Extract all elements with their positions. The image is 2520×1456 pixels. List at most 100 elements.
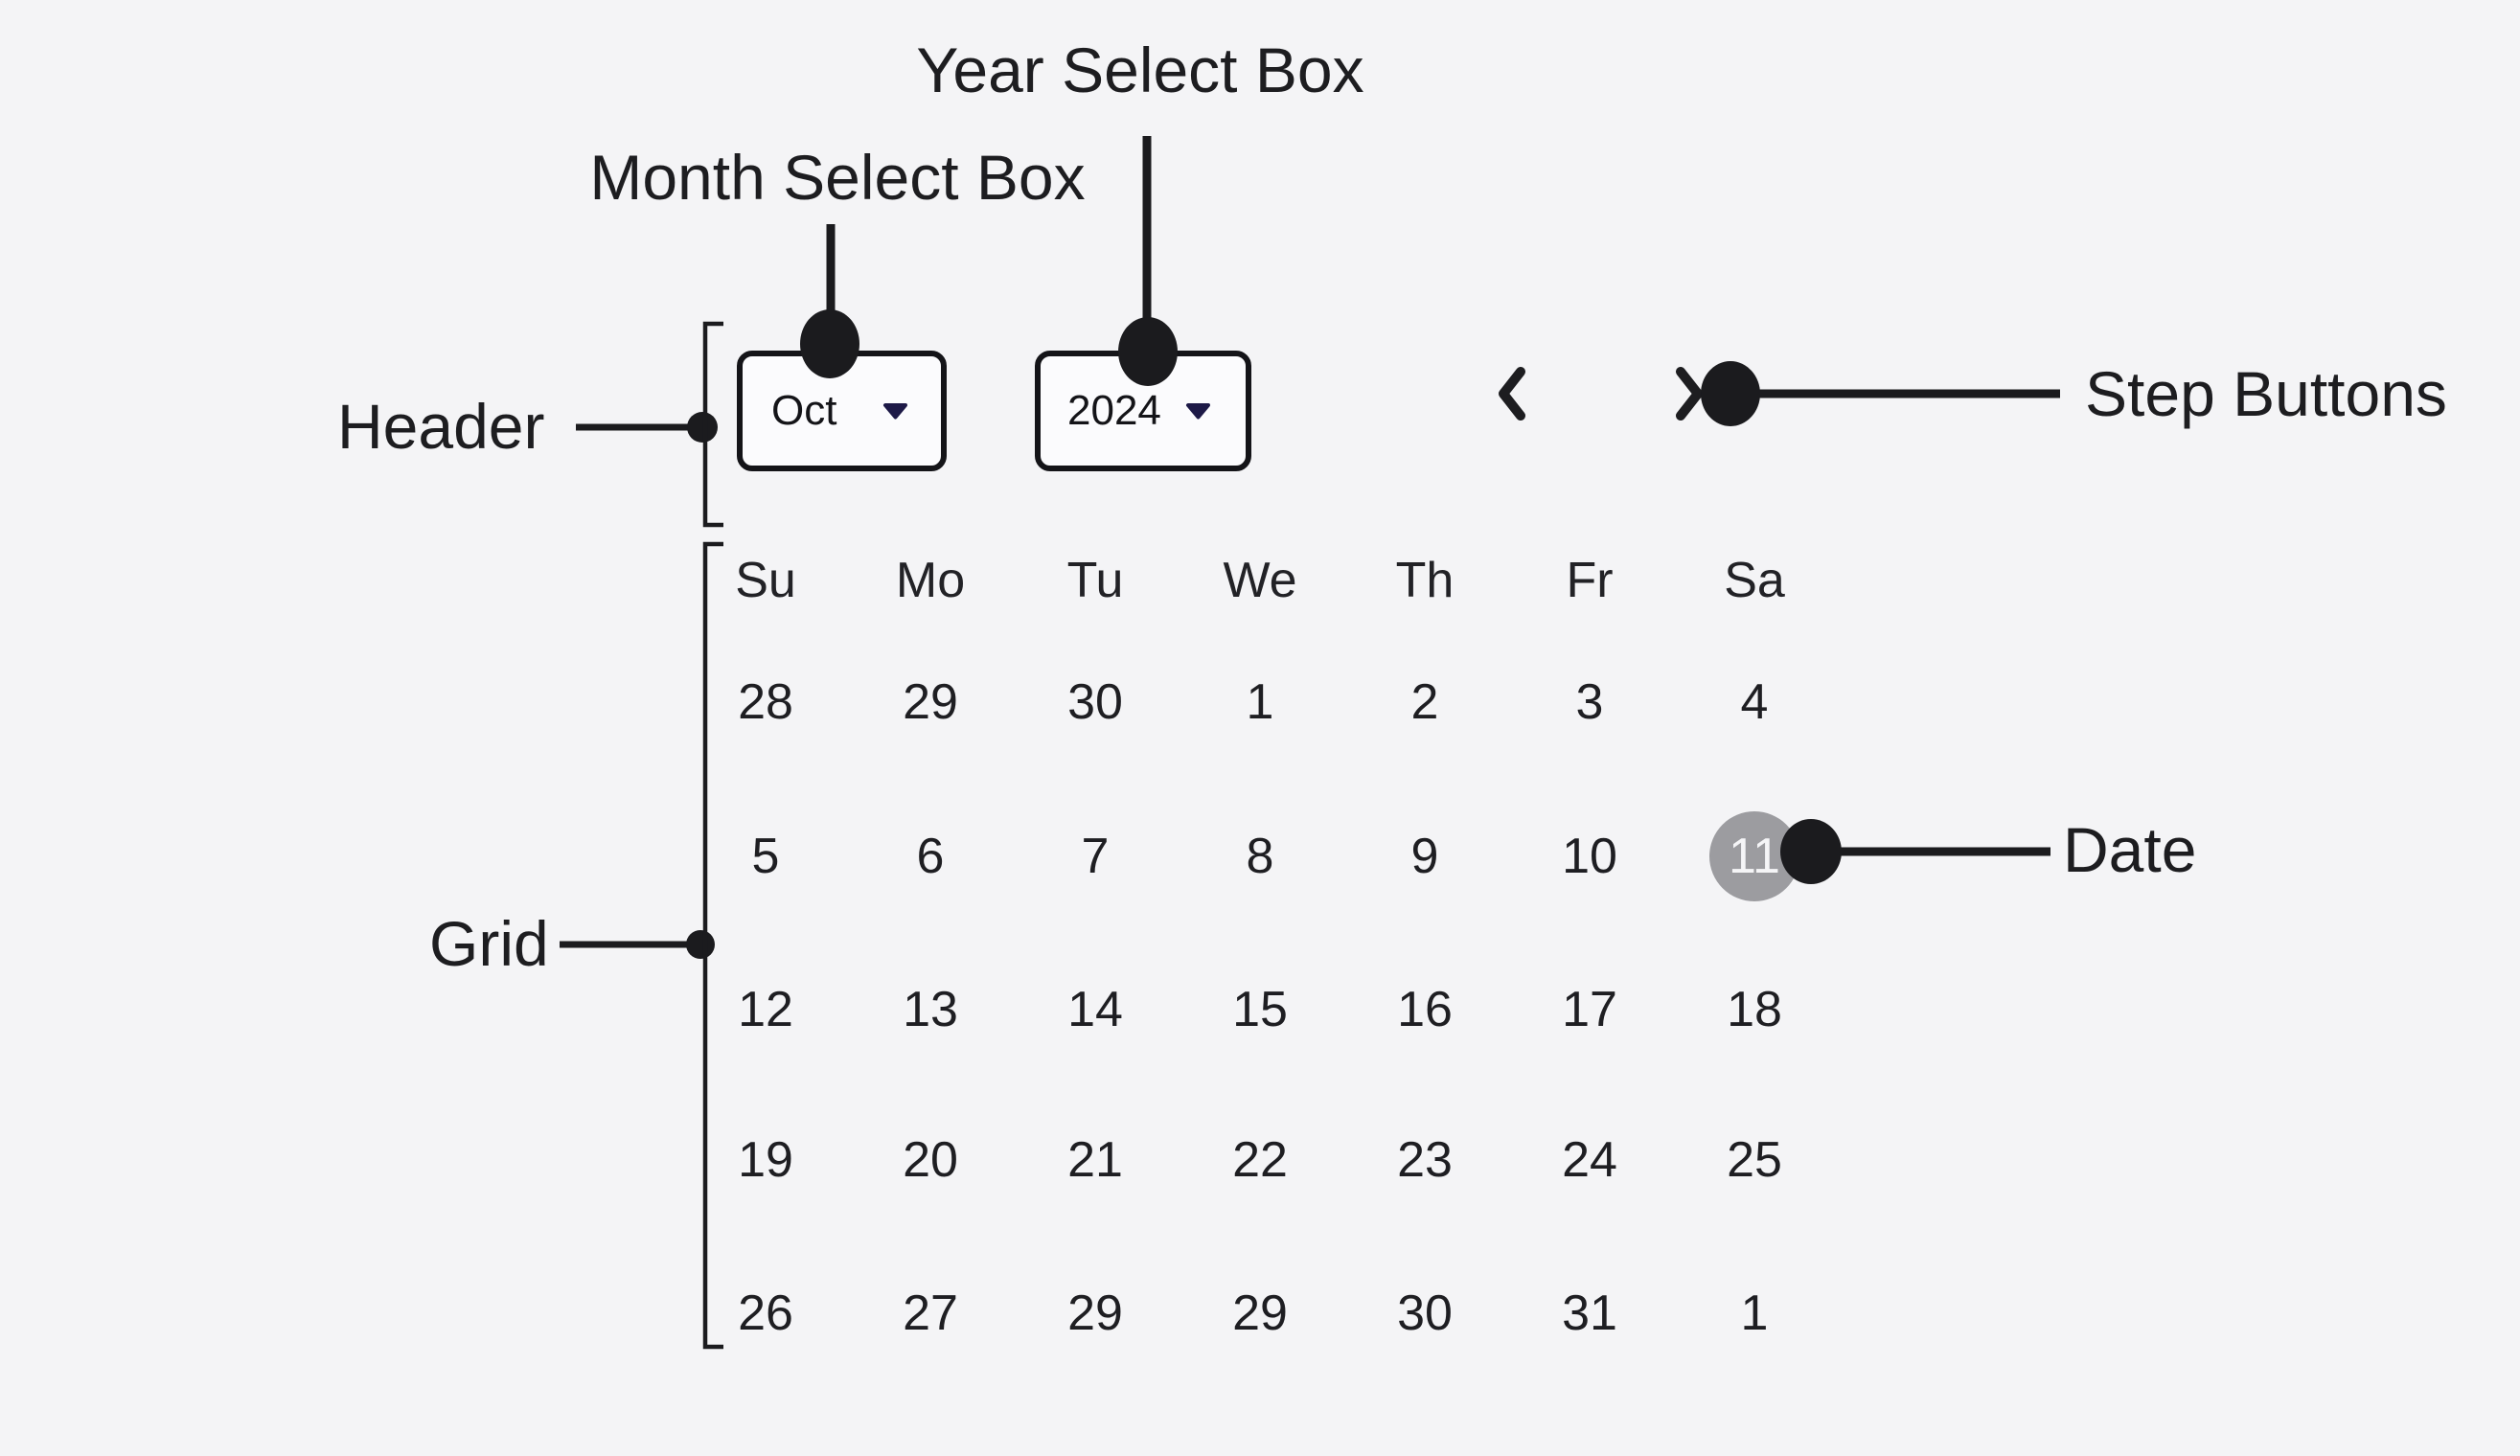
date-cell[interactable]: 31 — [1507, 1261, 1672, 1366]
date-value: 17 — [1562, 982, 1617, 1037]
week-row: 5 6 7 8 9 10 11 — [683, 804, 1837, 909]
date-cell[interactable]: 1 — [1672, 1261, 1837, 1366]
date-value: 1 — [1246, 674, 1274, 730]
week-row: 19 20 21 22 23 24 25 — [683, 1107, 1837, 1213]
date-cell[interactable]: 15 — [1178, 957, 1342, 1062]
chevron-down-icon — [883, 403, 907, 420]
date-value: 8 — [1246, 829, 1274, 884]
date-value: 30 — [1067, 674, 1123, 730]
weekday-label: Th — [1395, 553, 1455, 608]
week-row: 26 27 29 29 30 31 1 — [683, 1261, 1837, 1366]
date-value: 2 — [1410, 674, 1439, 730]
month-select-value: Oct — [771, 387, 837, 434]
next-month-button[interactable] — [1656, 360, 1723, 427]
date-cell[interactable]: 9 — [1342, 804, 1507, 909]
chevron-left-icon — [1499, 367, 1525, 421]
date-cell[interactable]: 22 — [1178, 1107, 1342, 1213]
year-select-box[interactable]: 2024 — [1035, 351, 1251, 471]
weekday-header-row: Su Mo Tu We Th Fr Sa — [683, 528, 1837, 633]
date-value: 21 — [1067, 1132, 1123, 1188]
date-cell[interactable]: 23 — [1342, 1107, 1507, 1213]
date-value: 29 — [903, 674, 958, 730]
weekday-label: Tu — [1066, 553, 1124, 608]
date-value: 9 — [1410, 829, 1439, 884]
date-value: 13 — [903, 982, 958, 1037]
annotation-grid-label: Grid — [429, 908, 549, 979]
date-cell[interactable]: 24 — [1507, 1107, 1672, 1213]
month-select-box[interactable]: Oct — [737, 351, 947, 471]
chevron-right-icon — [1676, 367, 1703, 421]
date-value: 3 — [1575, 674, 1604, 730]
date-value: 7 — [1081, 829, 1110, 884]
weekday-label: We — [1223, 553, 1297, 608]
date-cell-selected[interactable]: 11 — [1672, 804, 1837, 909]
date-cell[interactable]: 17 — [1507, 957, 1672, 1062]
date-cell[interactable]: 12 — [683, 957, 848, 1062]
date-cell[interactable]: 27 — [848, 1261, 1013, 1366]
header-connector-dot — [687, 412, 718, 443]
date-value: 19 — [738, 1132, 793, 1188]
date-cell[interactable]: 29 — [1178, 1261, 1342, 1366]
date-value: 30 — [1397, 1285, 1453, 1341]
date-cell[interactable]: 8 — [1178, 804, 1342, 909]
date-cell[interactable]: 10 — [1507, 804, 1672, 909]
date-value: 1 — [1740, 1285, 1769, 1341]
annotation-header-label: Header — [337, 391, 545, 462]
annotation-month-select-label: Month Select Box — [589, 142, 1086, 213]
weekday-label: Fr — [1566, 553, 1614, 608]
date-cell[interactable]: 7 — [1013, 804, 1178, 909]
date-value: 5 — [751, 829, 780, 884]
date-value: 4 — [1740, 674, 1769, 730]
date-cell[interactable]: 26 — [683, 1261, 848, 1366]
date-value: 28 — [738, 674, 793, 730]
date-cell[interactable]: 2 — [1342, 649, 1507, 755]
week-row: 12 13 14 15 16 17 18 — [683, 957, 1837, 1062]
annotation-step-buttons-label: Step Buttons — [2085, 358, 2447, 429]
selected-date: 11 — [1709, 811, 1799, 901]
week-row: 28 29 30 1 2 3 4 — [683, 649, 1837, 755]
date-cell[interactable]: 29 — [1013, 1261, 1178, 1366]
date-value: 24 — [1562, 1132, 1617, 1188]
date-value: 18 — [1727, 982, 1782, 1037]
date-value: 12 — [738, 982, 793, 1037]
date-value: 31 — [1562, 1285, 1617, 1341]
weekday-label: Sa — [1724, 553, 1785, 608]
grid-connector-dot — [686, 930, 715, 959]
date-cell[interactable]: 16 — [1342, 957, 1507, 1062]
date-cell[interactable]: 13 — [848, 957, 1013, 1062]
date-value: 29 — [1232, 1285, 1288, 1341]
date-value: 25 — [1727, 1132, 1782, 1188]
weekday-label: Mo — [895, 553, 966, 608]
date-cell[interactable]: 28 — [683, 649, 848, 755]
date-cell[interactable]: 20 — [848, 1107, 1013, 1213]
date-value: 27 — [903, 1285, 958, 1341]
date-value: 10 — [1562, 829, 1617, 884]
date-value: 14 — [1067, 982, 1123, 1037]
weekday-label: Su — [735, 553, 796, 608]
date-cell[interactable]: 25 — [1672, 1107, 1837, 1213]
date-cell[interactable]: 19 — [683, 1107, 848, 1213]
date-value: 6 — [916, 829, 945, 884]
year-select-value: 2024 — [1067, 387, 1161, 434]
date-cell[interactable]: 18 — [1672, 957, 1837, 1062]
date-cell[interactable]: 4 — [1672, 649, 1837, 755]
header-bracket — [702, 321, 723, 528]
date-cell[interactable]: 30 — [1342, 1261, 1507, 1366]
date-value: 20 — [903, 1132, 958, 1188]
date-cell[interactable]: 30 — [1013, 649, 1178, 755]
annotation-year-select-label: Year Select Box — [916, 34, 1364, 105]
date-value: 15 — [1232, 982, 1288, 1037]
prev-month-button[interactable] — [1478, 360, 1546, 427]
chevron-down-icon — [1186, 403, 1210, 420]
date-cell[interactable]: 6 — [848, 804, 1013, 909]
date-cell[interactable]: 3 — [1507, 649, 1672, 755]
date-cell[interactable]: 1 — [1178, 649, 1342, 755]
date-cell[interactable]: 29 — [848, 649, 1013, 755]
date-value: 23 — [1397, 1132, 1453, 1188]
date-cell[interactable]: 5 — [683, 804, 848, 909]
date-value: 26 — [738, 1285, 793, 1341]
date-value: 29 — [1067, 1285, 1123, 1341]
date-cell[interactable]: 14 — [1013, 957, 1178, 1062]
date-cell[interactable]: 21 — [1013, 1107, 1178, 1213]
